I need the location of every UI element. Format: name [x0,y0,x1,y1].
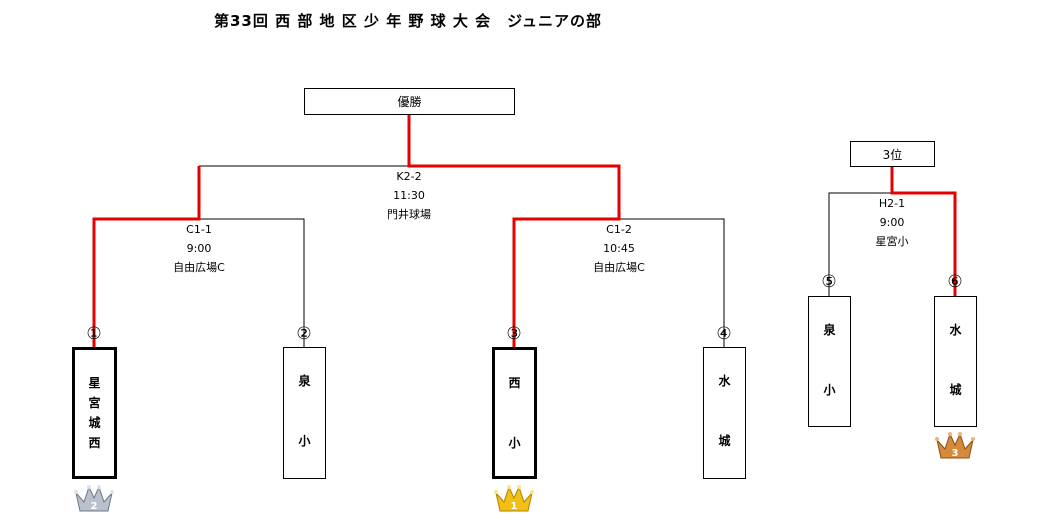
crown-rank: 2 [91,501,98,512]
line-winner-1 [92,166,201,347]
match-venue: 自由広場C [173,261,225,274]
match-code: K2-2 [396,170,422,183]
team-char: 泉 [298,374,311,388]
seed-number-1: ① [86,324,102,344]
crown-rank: 3 [952,448,959,459]
seed-number-3: ③ [506,324,522,344]
match-time: 9:00 [879,216,905,229]
team-char: 泉 [823,323,836,337]
team-char: 宮 [88,396,101,410]
team-char: 水 [718,374,731,388]
team-char: 水 [949,323,962,337]
team-char: 星 [88,376,101,390]
crown-shape [936,432,974,459]
crown-rank: 1 [511,501,518,512]
line-c12-right [619,218,725,347]
match-venue: 星宮小 [875,235,909,248]
line-c11-right [199,218,305,347]
team-char: 城 [949,383,962,397]
team-box-5: 泉 小 [808,296,851,427]
crown-silver-icon: 2 [74,485,114,512]
match-c11: C1-1 9:00 自由広場C [159,220,239,277]
team-box-4: 水 城 [703,347,746,479]
seed-number-2: ② [296,324,312,344]
champion-box: 優勝 [304,88,515,115]
crown-bronze-icon: 3 [935,432,975,459]
team-box-6: 水 城 [934,296,977,427]
match-venue: 門井球場 [387,208,431,221]
match-time: 10:45 [603,242,635,255]
match-venue: 自由広場C [593,261,645,274]
team-box-3: 西 小 [492,347,537,479]
match-time: 11:30 [393,189,425,202]
match-code: C1-2 [606,223,632,236]
team-char: 小 [298,434,311,448]
team-char: 小 [823,383,836,397]
line-winner-6 [890,166,957,296]
seed-number-6: ⑥ [947,272,963,292]
match-c12: C1-2 10:45 自由広場C [579,220,659,277]
seed-number-4: ④ [716,324,732,344]
match-k22: K2-2 11:30 門井球場 [369,167,449,224]
team-char: 小 [508,436,521,450]
team-char: 西 [508,376,521,390]
match-time: 9:00 [186,242,212,255]
page-title: 第33回 西 部 地 区 少 年 野 球 大 会 ジュニアの部 [214,12,603,30]
team-char: 城 [718,434,731,448]
team-box-1: 星 宮 城 西 [72,347,117,479]
crown-shape [495,485,533,512]
seed-number-5: ⑤ [821,272,837,292]
team-box-2: 泉 小 [283,347,326,479]
line-winner-3 [407,115,621,347]
match-h21: H2-1 9:00 星宮小 [852,194,932,251]
third-place-box: 3位 [850,141,935,167]
line-h21-left [828,192,892,296]
team-char: 西 [88,436,101,450]
match-code: C1-1 [186,223,212,236]
crown-gold-icon: 1 [494,485,534,512]
crown-shape [75,485,113,512]
match-code: H2-1 [878,197,906,210]
team-char: 城 [88,416,101,430]
